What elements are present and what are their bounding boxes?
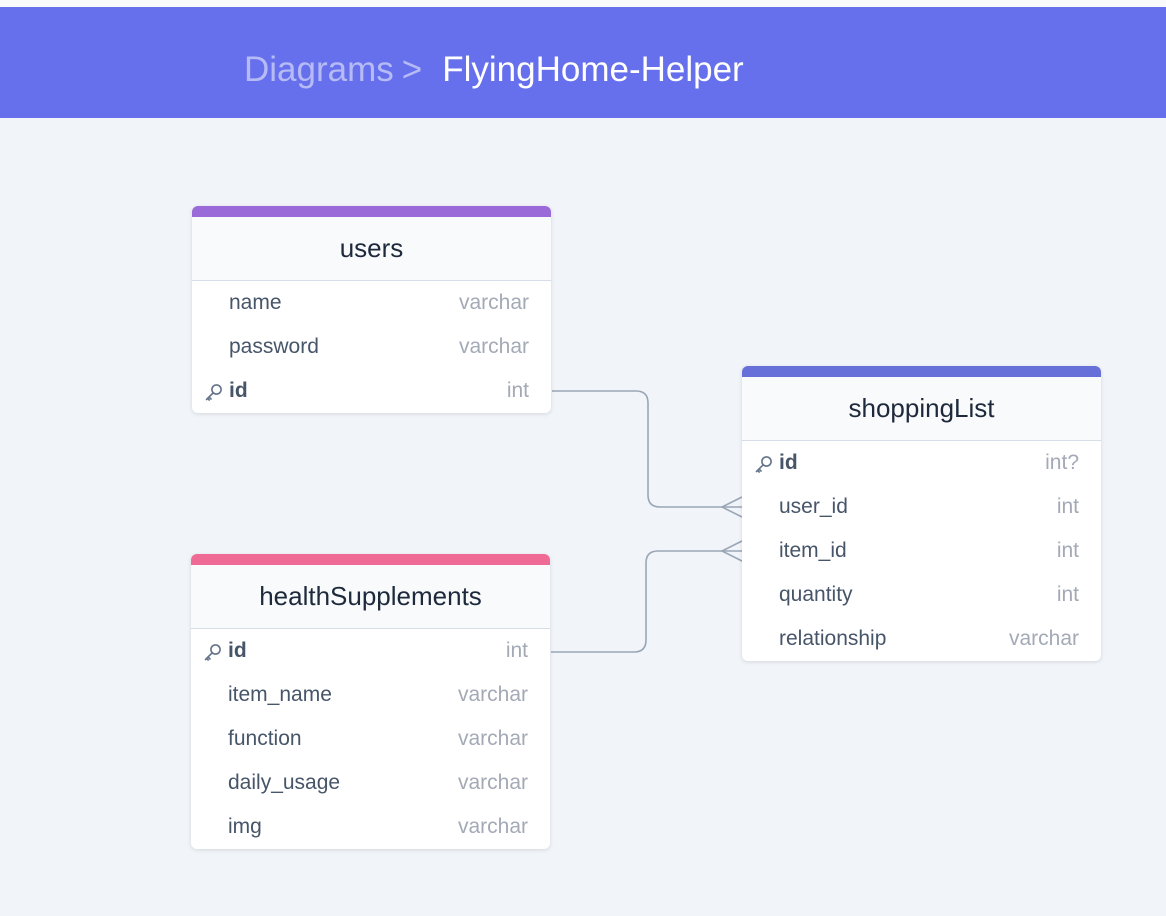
field-name: function <box>228 727 302 750</box>
field-type: int <box>506 379 529 402</box>
table-color-bar <box>192 206 551 217</box>
table-title[interactable]: shoppingList <box>742 377 1101 441</box>
field-row-daily-usage[interactable]: daily_usage varchar <box>191 761 550 805</box>
field-name: password <box>229 335 319 358</box>
app-header: Diagrams> FlyingHome-Helper <box>0 7 1166 118</box>
field-type: int <box>1056 495 1079 518</box>
breadcrumb-diagrams-link[interactable]: Diagrams <box>244 50 394 89</box>
edge-healthsupplements-shoppinglist <box>551 540 743 653</box>
field-row-password[interactable]: password varchar <box>192 325 551 369</box>
field-row-quantity[interactable]: quantity int <box>742 573 1101 617</box>
field-type: varchar <box>1008 627 1079 650</box>
breadcrumb: Diagrams> FlyingHome-Helper <box>244 48 744 92</box>
field-name: id <box>229 379 248 402</box>
field-name: item_id <box>779 539 847 562</box>
edge-line <box>552 390 742 508</box>
diagram-title: FlyingHome-Helper <box>442 50 744 89</box>
primary-key-icon <box>754 454 774 474</box>
field-row-id[interactable]: id int <box>192 369 551 413</box>
field-row-function[interactable]: function varchar <box>191 717 550 761</box>
field-type: varchar <box>457 771 528 794</box>
field-list: name varchar password varchar id int <box>192 281 551 413</box>
field-type: varchar <box>457 683 528 706</box>
field-name: name <box>229 291 282 314</box>
field-name: user_id <box>779 495 848 518</box>
field-row-id[interactable]: id int <box>191 629 550 673</box>
table-title[interactable]: healthSupplements <box>191 565 550 629</box>
field-name: item_name <box>228 683 332 706</box>
field-row-name[interactable]: name varchar <box>192 281 551 325</box>
field-row-item-id[interactable]: item_id int <box>742 529 1101 573</box>
field-row-img[interactable]: img varchar <box>191 805 550 849</box>
top-strip <box>0 0 1166 7</box>
breadcrumb-separator: > <box>401 50 423 89</box>
field-row-user-id[interactable]: user_id int <box>742 485 1101 529</box>
table-color-bar <box>191 554 550 565</box>
field-type: varchar <box>458 335 529 358</box>
field-type: int? <box>1045 451 1079 474</box>
primary-key-icon <box>204 382 224 402</box>
field-name: daily_usage <box>228 771 341 794</box>
crowfoot-icon <box>720 496 743 518</box>
field-row-item-name[interactable]: item_name varchar <box>191 673 550 717</box>
table-users[interactable]: users name varchar password varchar id int <box>192 206 551 413</box>
edge-line <box>551 550 742 653</box>
field-name: id <box>779 451 798 474</box>
crowfoot-icon <box>720 540 743 562</box>
field-type: int <box>1056 539 1079 562</box>
table-color-bar <box>742 366 1101 377</box>
table-title[interactable]: users <box>192 217 551 281</box>
field-row-relationship[interactable]: relationship varchar <box>742 617 1101 661</box>
field-name: id <box>228 639 247 662</box>
field-type: varchar <box>458 291 529 314</box>
field-name: relationship <box>779 627 887 650</box>
field-type: int <box>505 639 528 662</box>
field-type: int <box>1056 583 1079 606</box>
field-type: varchar <box>457 727 528 750</box>
field-name: img <box>228 815 262 838</box>
field-row-id[interactable]: id int? <box>742 441 1101 485</box>
field-type: varchar <box>457 815 528 838</box>
primary-key-icon <box>203 642 223 662</box>
edge-users-shoppinglist <box>552 390 743 518</box>
field-name: quantity <box>779 583 853 606</box>
